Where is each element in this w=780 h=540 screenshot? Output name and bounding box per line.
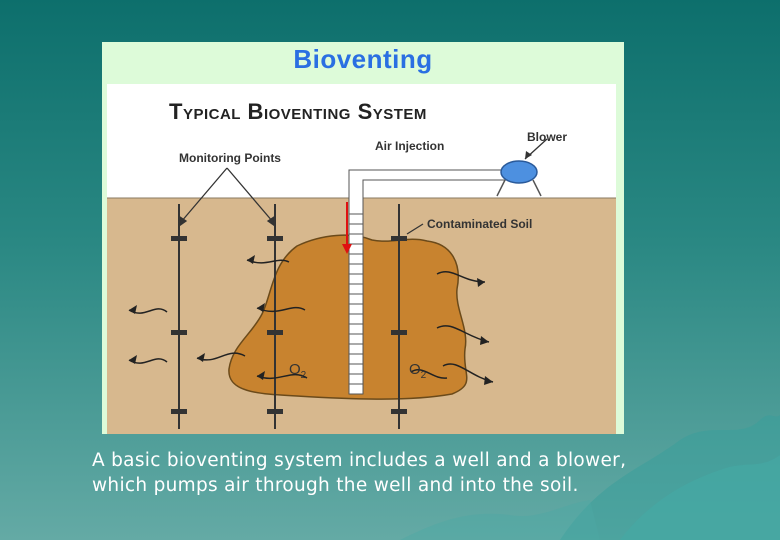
slide-caption: A basic bioventing system includes a wel… [92,448,692,498]
blower-label: Blower [527,130,567,144]
slide-title: Bioventing [293,44,433,74]
blower-icon [496,160,542,197]
contaminated-soil-label: Contaminated Soil [427,217,532,231]
monitoring-points-label: Monitoring Points [179,151,281,165]
slide-content-panel: Bioventing Typical Bioventing System [102,42,624,434]
contaminated-soil-area [228,234,468,400]
caption-line: which pumps air through the well and int… [92,475,579,496]
caption-line: A basic bioventing system includes a wel… [92,450,627,471]
bioventing-diagram: Typical Bioventing System [107,84,616,434]
diagram-heading: Typical Bioventing System [169,99,427,124]
oxygen-label-right: O2 [409,361,427,381]
air-injection-label: Air Injection [375,139,444,153]
oxygen-label-left: O2 [289,361,307,381]
